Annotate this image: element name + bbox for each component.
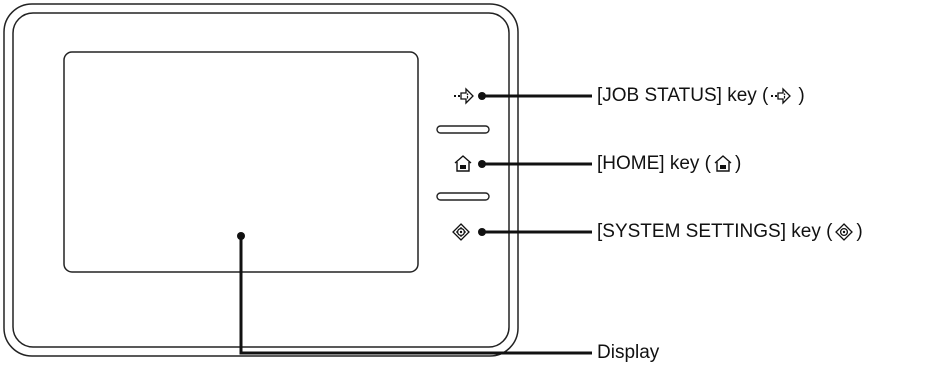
job-status-icon (454, 87, 474, 105)
job-status-key[interactable] (454, 87, 474, 105)
system-settings-key[interactable] (452, 223, 470, 241)
job-status-leader (478, 92, 592, 100)
system-settings-key-label: [SYSTEM SETTINGS] key () (597, 221, 863, 243)
panel-outer-frame (3, 3, 519, 357)
system-settings-icon (452, 223, 470, 241)
system-settings-leader (478, 228, 592, 236)
home-key-label: [HOME] key () (597, 153, 741, 175)
home-key[interactable] (454, 155, 472, 172)
job-status-label-suffix: ) (798, 85, 805, 106)
display-leader (237, 232, 592, 355)
home-icon (714, 155, 732, 172)
key-separator-top (436, 125, 490, 134)
display-label: Display (597, 342, 660, 363)
key-separator-bottom (436, 192, 490, 201)
home-leader (478, 160, 592, 168)
system-settings-icon (835, 223, 854, 241)
panel-inner-frame (12, 12, 510, 348)
home-icon (454, 155, 472, 172)
system-settings-label-prefix: [SYSTEM SETTINGS] key ( (597, 221, 833, 242)
job-status-label-prefix: [JOB STATUS] key ( (597, 85, 769, 106)
home-label-prefix: [HOME] key ( (597, 153, 712, 174)
system-settings-label-suffix: ) (856, 221, 863, 242)
job-status-icon (771, 87, 792, 105)
home-label-suffix: ) (735, 153, 742, 174)
job-status-key-label: [JOB STATUS] key () (597, 85, 805, 107)
